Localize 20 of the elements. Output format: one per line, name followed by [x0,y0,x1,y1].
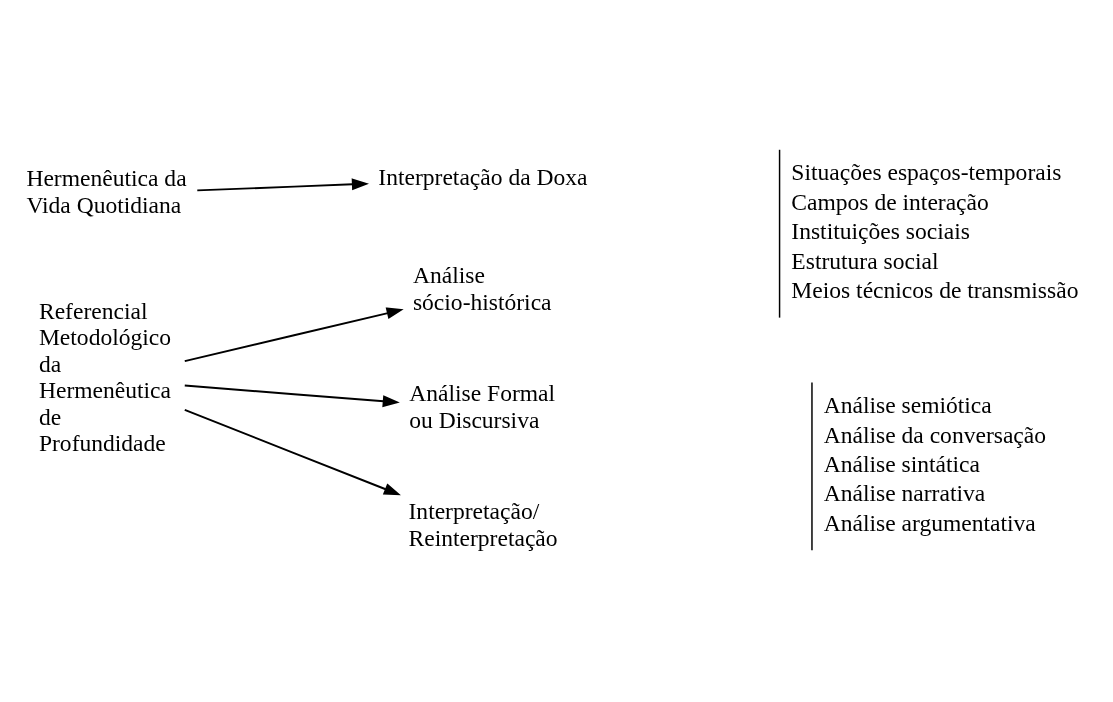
arrow [196,177,369,191]
arrow [183,306,404,362]
node-label: Análise semiótica [823,391,992,418]
node-text: Interpretação/ Reinterpretação [408,497,558,551]
node-label: Situações espaços-temporais [791,158,1062,185]
node-label: Análise sintática [823,450,981,477]
node-text: Interpretação da Doxa [378,163,588,190]
node-label: Meios técnicos de transmissão [791,276,1079,303]
node-text: Análise sócio-histórica [412,261,552,315]
node-label: Instituições sociais [791,217,970,244]
arrow [183,408,401,495]
node-label: Análise narrativa [823,479,986,506]
node-label: Estrutura social [791,247,939,274]
node-text: Análise Formal ou Discursiva [409,379,556,433]
node-text: Referencial Metodológico da Hermenêutica de Profundidade [38,297,172,456]
node-text: Hermenêutica da Vida Quotidiana [26,164,187,218]
arrow [183,384,400,407]
node-label: Análise argumentativa [823,509,1036,536]
node-label: Campos de interação [791,188,989,215]
node-label: Análise da conversação [823,421,1047,447]
